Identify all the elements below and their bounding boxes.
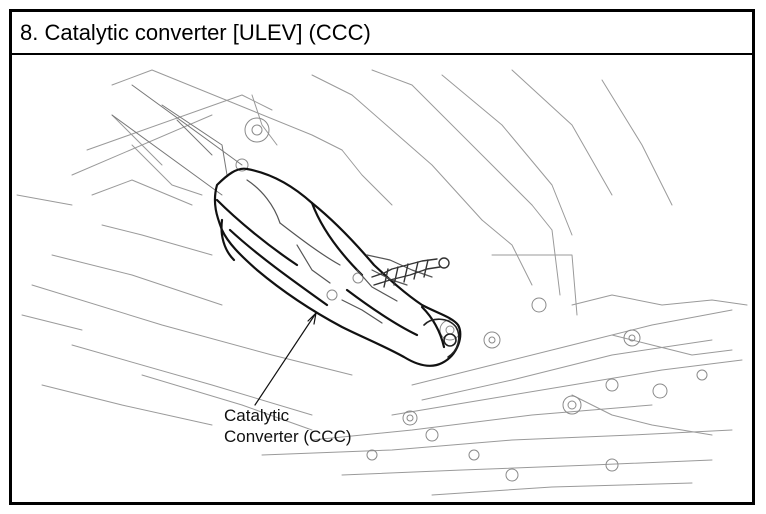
oxygen-sensor	[371, 257, 450, 288]
section-title: 8. Catalytic converter [ULEV] (CCC)	[20, 20, 371, 45]
section-header: 8. Catalytic converter [ULEV] (CCC)	[12, 12, 752, 55]
underbody-drawing	[16, 69, 748, 496]
figure-frame: 8. Catalytic converter [ULEV] (CCC)	[9, 9, 755, 505]
catalytic-converter-illustration: Catalytic Converter (CCC)	[12, 55, 752, 502]
underbody-panels	[16, 69, 748, 496]
callout-line-2: Converter (CCC)	[224, 427, 352, 446]
heat-shield-detail	[246, 179, 433, 324]
callout-line-1: Catalytic	[224, 406, 290, 425]
mounting-bolts	[235, 117, 708, 482]
catalytic-converter-outline	[213, 167, 462, 367]
callout-leader	[254, 312, 317, 406]
front-pipe	[111, 84, 243, 196]
rear-flange	[423, 318, 460, 358]
